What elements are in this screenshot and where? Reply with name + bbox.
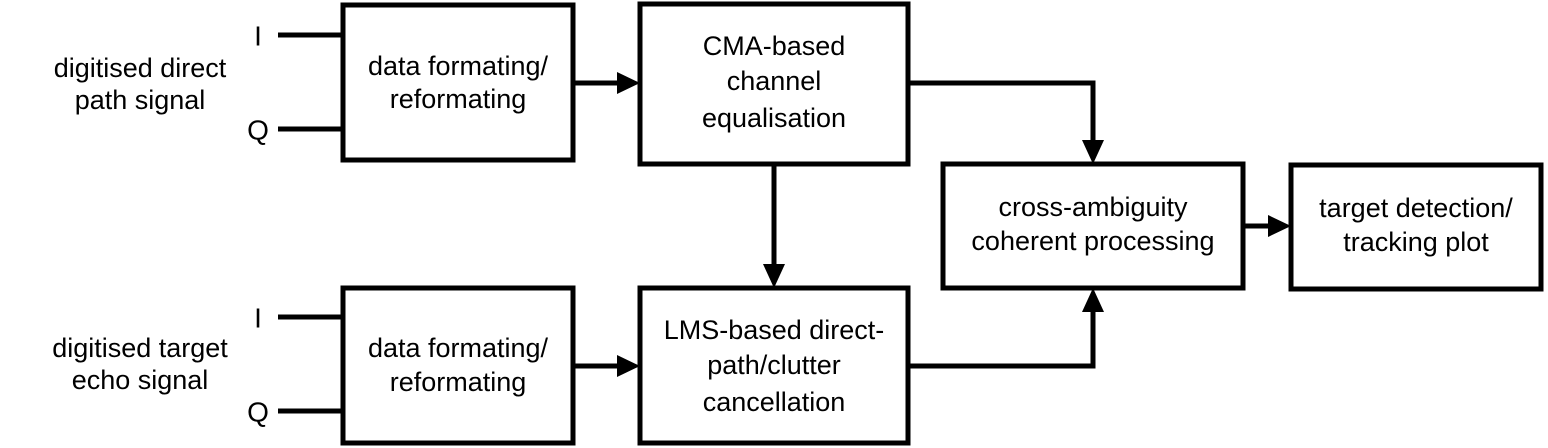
block-cross-ambiguity-line1: cross-ambiguity (998, 192, 1188, 222)
port-label-q-top: Q (247, 114, 269, 145)
block-target-detection-line2: tracking plot (1343, 227, 1489, 257)
connector-cma-to-cross-ambiguity (908, 80, 1096, 148)
port-label-q-bottom: Q (247, 396, 269, 427)
block-target-detection-line1: target detection/ (1319, 193, 1513, 223)
input-label-direct-path-line2: path signal (75, 85, 206, 115)
arrowhead-cma-to-lms (763, 264, 785, 288)
block-data-formating-bottom-line2: reformating (390, 367, 527, 397)
block-lms-line1: LMS-based direct- (664, 315, 885, 345)
arrowhead-formating-bottom-to-lms (617, 355, 640, 377)
arrowhead-cma-to-cross-ambiguity (1082, 140, 1104, 164)
arrowhead-cross-ambiguity-to-target-detection (1268, 215, 1291, 237)
input-label-target-echo-line2: echo signal (72, 365, 209, 395)
block-data-formating-top[interactable] (340, 2, 576, 163)
block-lms-line2: path/clutter (707, 350, 841, 380)
block-data-formating-top-line1: data formating/ (368, 51, 549, 81)
arrowhead-formating-top-to-cma (617, 72, 640, 94)
block-lms-line3: cancellation (703, 387, 846, 417)
block-data-formating-bottom-line1: data formating/ (368, 333, 549, 363)
block-cma-line1: CMA-based (703, 31, 846, 61)
input-label-target-echo-line1: digitised target (52, 333, 228, 363)
port-label-i-bottom: I (254, 302, 262, 333)
block-cma-channel-equalisation[interactable] (637, 1, 911, 167)
block-cross-ambiguity-line2: coherent processing (971, 226, 1214, 256)
arrowhead-lms-to-cross-ambiguity (1082, 288, 1104, 312)
port-label-i-top: I (254, 20, 262, 51)
block-cross-ambiguity[interactable] (940, 161, 1246, 291)
block-lms-clutter-cancellation[interactable] (637, 285, 911, 446)
block-cma-line2: channel (727, 66, 822, 96)
block-cma-line3: equalisation (702, 103, 846, 133)
block-data-formating-top-line2: reformating (390, 84, 527, 114)
block-data-formating-bottom[interactable] (340, 285, 576, 446)
block-target-detection[interactable] (1288, 162, 1544, 292)
input-label-direct-path-line1: digitised direct (54, 53, 227, 83)
connector-lms-to-cross-ambiguity (908, 304, 1096, 369)
